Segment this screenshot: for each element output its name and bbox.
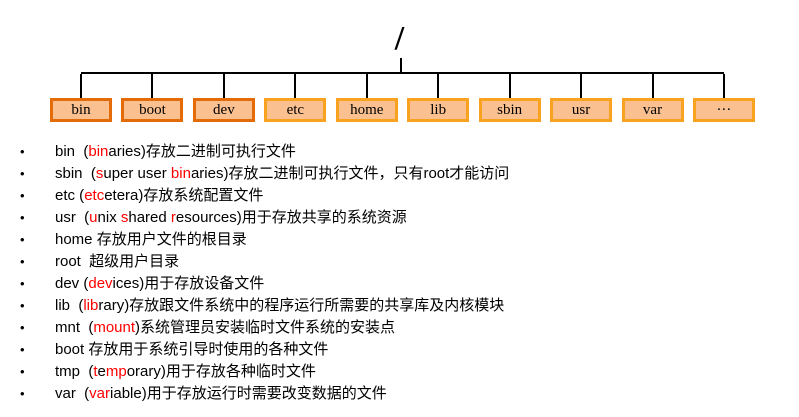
list-item: • usr (unix shared resources)用于存放共享的系统资源 — [0, 207, 799, 229]
list-item: • mnt (mount)系统管理员安装临时文件系统的安装点 — [0, 317, 799, 339]
note-text: sbin (super user binaries)存放二进制可执行文件，只有r… — [55, 165, 510, 182]
note-text: usr (unix shared resources)用于存放共享的系统资源 — [55, 209, 407, 226]
dir-label: var — [642, 101, 663, 118]
root-node-label: / — [394, 20, 405, 57]
dir-label: bin — [71, 101, 91, 118]
dir-box-bin: bin — [50, 98, 112, 122]
root-connector-line — [400, 58, 402, 72]
connector-line — [651, 74, 654, 98]
dir-box-home: home — [335, 98, 398, 122]
dir-node-dev: dev — [192, 74, 255, 122]
directory-notes-list: • bin (binaries)存放二进制可执行文件 • sbin (super us… — [0, 141, 799, 405]
list-item: • boot 存放用于系统引导时使用的各种文件 — [0, 339, 799, 361]
connector-line — [151, 74, 154, 98]
connector-line — [222, 74, 225, 98]
dir-label: etc — [286, 101, 305, 118]
bullet-icon: • — [20, 144, 25, 159]
note-text: tmp (temporary)用于存放各种临时文件 — [55, 363, 316, 380]
dir-label: usr — [571, 101, 591, 118]
dir-box-sbin: sbin — [478, 98, 541, 122]
dir-box-var: var — [621, 98, 684, 122]
dir-label: lib — [430, 101, 447, 118]
list-item: • root 超级用户目录 — [0, 251, 799, 273]
list-item: • home 存放用户文件的根目录 — [0, 229, 799, 251]
connector-line — [508, 74, 511, 98]
list-item: • bin (binaries)存放二进制可执行文件 — [0, 141, 799, 163]
bullet-icon: • — [20, 276, 25, 291]
filesystem-tree-diagram: / bin boot dev etc home lib sbin usr var ··· — [0, 0, 799, 140]
tree-horizontal-line — [81, 72, 724, 74]
dir-label: dev — [213, 101, 235, 118]
bullet-icon: • — [20, 254, 25, 269]
bullet-icon: • — [20, 188, 25, 203]
dir-label: sbin — [497, 101, 523, 118]
connector-line — [722, 74, 725, 98]
list-item: • dev (devices)用于存放设备文件 — [0, 273, 799, 295]
dir-label: ··· — [716, 101, 732, 118]
list-item: • etc (etcetera)存放系统配置文件 — [0, 185, 799, 207]
note-text: home 存放用户文件的根目录 — [55, 231, 247, 248]
bullet-icon: • — [20, 342, 25, 357]
connector-line — [294, 74, 297, 98]
dir-box-more: ··· — [692, 98, 755, 122]
note-text: lib (library)存放跟文件系统中的程序运行所需要的共享库及内核模块 — [55, 297, 505, 314]
list-item: • sbin (super user binaries)存放二进制可执行文件，只有… — [0, 163, 799, 185]
dir-label: home — [350, 101, 384, 118]
bullet-icon: • — [20, 210, 25, 225]
bullet-icon: • — [20, 320, 25, 335]
dir-node-more: ··· — [692, 74, 755, 122]
bullet-icon: • — [20, 232, 25, 247]
connector-line — [80, 74, 82, 98]
connector-line — [365, 74, 368, 98]
connector-line — [437, 74, 440, 98]
dir-node-var: var — [621, 74, 684, 122]
dir-node-lib: lib — [407, 74, 470, 122]
list-item: • var (variable)用于存放运行时需要改变数据的文件 — [0, 383, 799, 405]
note-text: dev (devices)用于存放设备文件 — [55, 275, 265, 292]
dir-box-boot: boot — [121, 98, 184, 122]
bullet-icon: • — [20, 386, 25, 401]
list-item: • lib (library)存放跟文件系统中的程序运行所需要的共享库及内核模块 — [0, 295, 799, 317]
dir-label: boot — [139, 101, 166, 118]
dir-node-bin: bin — [50, 74, 112, 122]
note-text: var (variable)用于存放运行时需要改变数据的文件 — [55, 385, 387, 402]
dir-node-etc: etc — [264, 74, 327, 122]
dir-node-sbin: sbin — [478, 74, 541, 122]
dir-box-lib: lib — [407, 98, 470, 122]
dir-box-dev: dev — [192, 98, 255, 122]
bullet-icon: • — [20, 298, 25, 313]
directory-row: bin boot dev etc home lib sbin usr var ··· — [50, 74, 755, 122]
dir-node-boot: boot — [121, 74, 184, 122]
dir-node-usr: usr — [550, 74, 613, 122]
bullet-icon: • — [20, 166, 25, 181]
note-text: mnt (mount)系统管理员安装临时文件系统的安装点 — [55, 319, 396, 336]
note-text: root 超级用户目录 — [55, 253, 180, 270]
note-text: bin (binaries)存放二进制可执行文件 — [55, 143, 296, 160]
bullet-icon: • — [20, 364, 25, 379]
dir-box-etc: etc — [264, 98, 327, 122]
list-item: • tmp (temporary)用于存放各种临时文件 — [0, 361, 799, 383]
dir-box-usr: usr — [550, 98, 613, 122]
note-text: etc (etcetera)存放系统配置文件 — [55, 187, 264, 204]
note-text: boot 存放用于系统引导时使用的各种文件 — [55, 341, 329, 358]
dir-node-home: home — [335, 74, 398, 122]
connector-line — [580, 74, 583, 98]
